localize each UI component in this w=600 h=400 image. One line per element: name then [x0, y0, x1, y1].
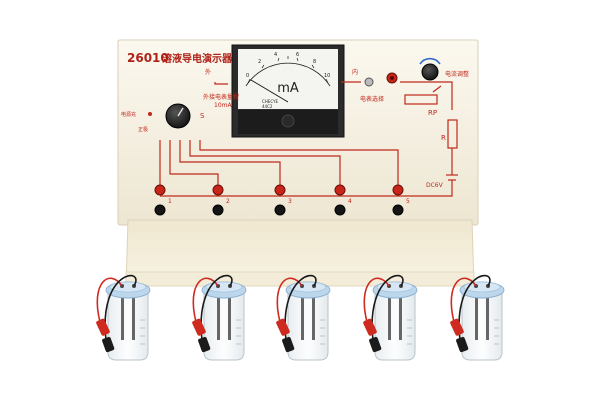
meter-scale-8: 8 [313, 59, 316, 65]
black-clip-5 [456, 336, 469, 353]
black-terminal-3 [274, 204, 286, 216]
black-lead-2 [200, 274, 233, 341]
knob-arc [419, 57, 441, 65]
electrode-right-2 [228, 296, 231, 340]
electrode-right-4 [399, 296, 402, 340]
terminal-label-1: 1 [168, 198, 172, 205]
model-number: 26010 [127, 51, 169, 65]
meter-unit: mA [277, 81, 299, 96]
terminal-label-5: 5 [406, 198, 410, 205]
label-rp: RP [428, 109, 437, 117]
milliammeter: 0 2 4 6 8 10 mA CHECYE 44C2 [231, 44, 345, 138]
red-terminal-4 [334, 184, 346, 196]
black-terminal-5 [392, 204, 404, 216]
meter-scale-4: 4 [274, 52, 277, 58]
meter-model: 44C2 [262, 104, 273, 109]
label-dc6v: DC6V [426, 182, 444, 189]
meter-select-switch [364, 77, 374, 87]
black-lead-5 [458, 274, 491, 341]
label-current-adjust: 电流调整 [445, 70, 469, 78]
black-terminal-2 [212, 204, 224, 216]
black-clip-1 [102, 336, 115, 353]
current-adjust-knob [421, 63, 439, 81]
electrode-right-1 [132, 296, 135, 340]
terminal-label-2: 2 [226, 198, 230, 205]
meter-brand: CHECYE [262, 99, 278, 104]
label-internal: 内 [352, 68, 358, 76]
red-clip-2 [192, 318, 206, 336]
meter-scale-2: 2 [258, 59, 261, 65]
beaker-5 [450, 274, 505, 361]
red-clip-5 [450, 318, 464, 336]
beaker-glass-5 [461, 289, 503, 361]
board-title: 溶液导电演示器 [162, 52, 233, 65]
power-led [148, 112, 152, 116]
beaker-glass-4 [374, 289, 416, 361]
electrode-left-1 [121, 296, 124, 340]
electrode-left-3 [301, 296, 304, 340]
beaker-glass-1 [107, 289, 149, 361]
black-clip-3 [282, 336, 295, 353]
black-clip-2 [198, 336, 211, 353]
label-meter-range-value: 10mA [214, 102, 232, 109]
label-external-left: 外 [205, 68, 211, 76]
beaker-glass-2 [203, 289, 245, 361]
beaker-glass-3 [287, 289, 329, 361]
meter-needle [250, 79, 289, 103]
beaker-2 [192, 274, 247, 361]
terminal-row: 1 2 3 4 5 [154, 184, 410, 216]
meter-scale-6: 6 [296, 52, 299, 58]
meter-zero-screw [281, 114, 295, 128]
black-lead-3 [284, 274, 317, 341]
electrode-left-4 [388, 296, 391, 340]
electrode-right-3 [312, 296, 315, 340]
beaker-group [96, 274, 505, 361]
beaker-1 [96, 274, 151, 361]
black-clip-4 [369, 336, 382, 353]
red-terminal-1 [154, 184, 166, 196]
label-switch-s: S [200, 112, 205, 120]
red-terminal-2 [212, 184, 224, 196]
black-lead-1 [104, 274, 137, 341]
meter-scale-ticks [247, 56, 329, 84]
meter-scale-0: 0 [246, 73, 249, 79]
black-lead-4 [371, 274, 404, 341]
electrode-right-5 [486, 296, 489, 340]
label-r: R [441, 134, 446, 142]
black-terminal-4 [334, 204, 346, 216]
electrode-left-5 [475, 296, 478, 340]
label-meter-select: 电表选择 [360, 95, 384, 103]
beaker-4 [363, 274, 418, 361]
red-clip-3 [276, 318, 290, 336]
red-clip-4 [363, 318, 377, 336]
electrode-left-2 [217, 296, 220, 340]
label-meter-range: 外接电表量程 [203, 93, 239, 101]
terminal-label-4: 4 [348, 198, 352, 205]
terminal-label-3: 3 [288, 198, 292, 205]
red-terminal-3 [274, 184, 286, 196]
knob-pointer [177, 107, 184, 117]
circuit-schematic [159, 81, 458, 197]
label-power: 电源充 [121, 111, 136, 118]
red-terminal-5 [392, 184, 404, 196]
red-clip-1 [96, 318, 110, 336]
beaker-3 [276, 274, 331, 361]
meter-scale-10: 10 [324, 73, 330, 79]
black-terminal-1 [154, 204, 166, 216]
label-positive: 正极 [138, 126, 148, 133]
